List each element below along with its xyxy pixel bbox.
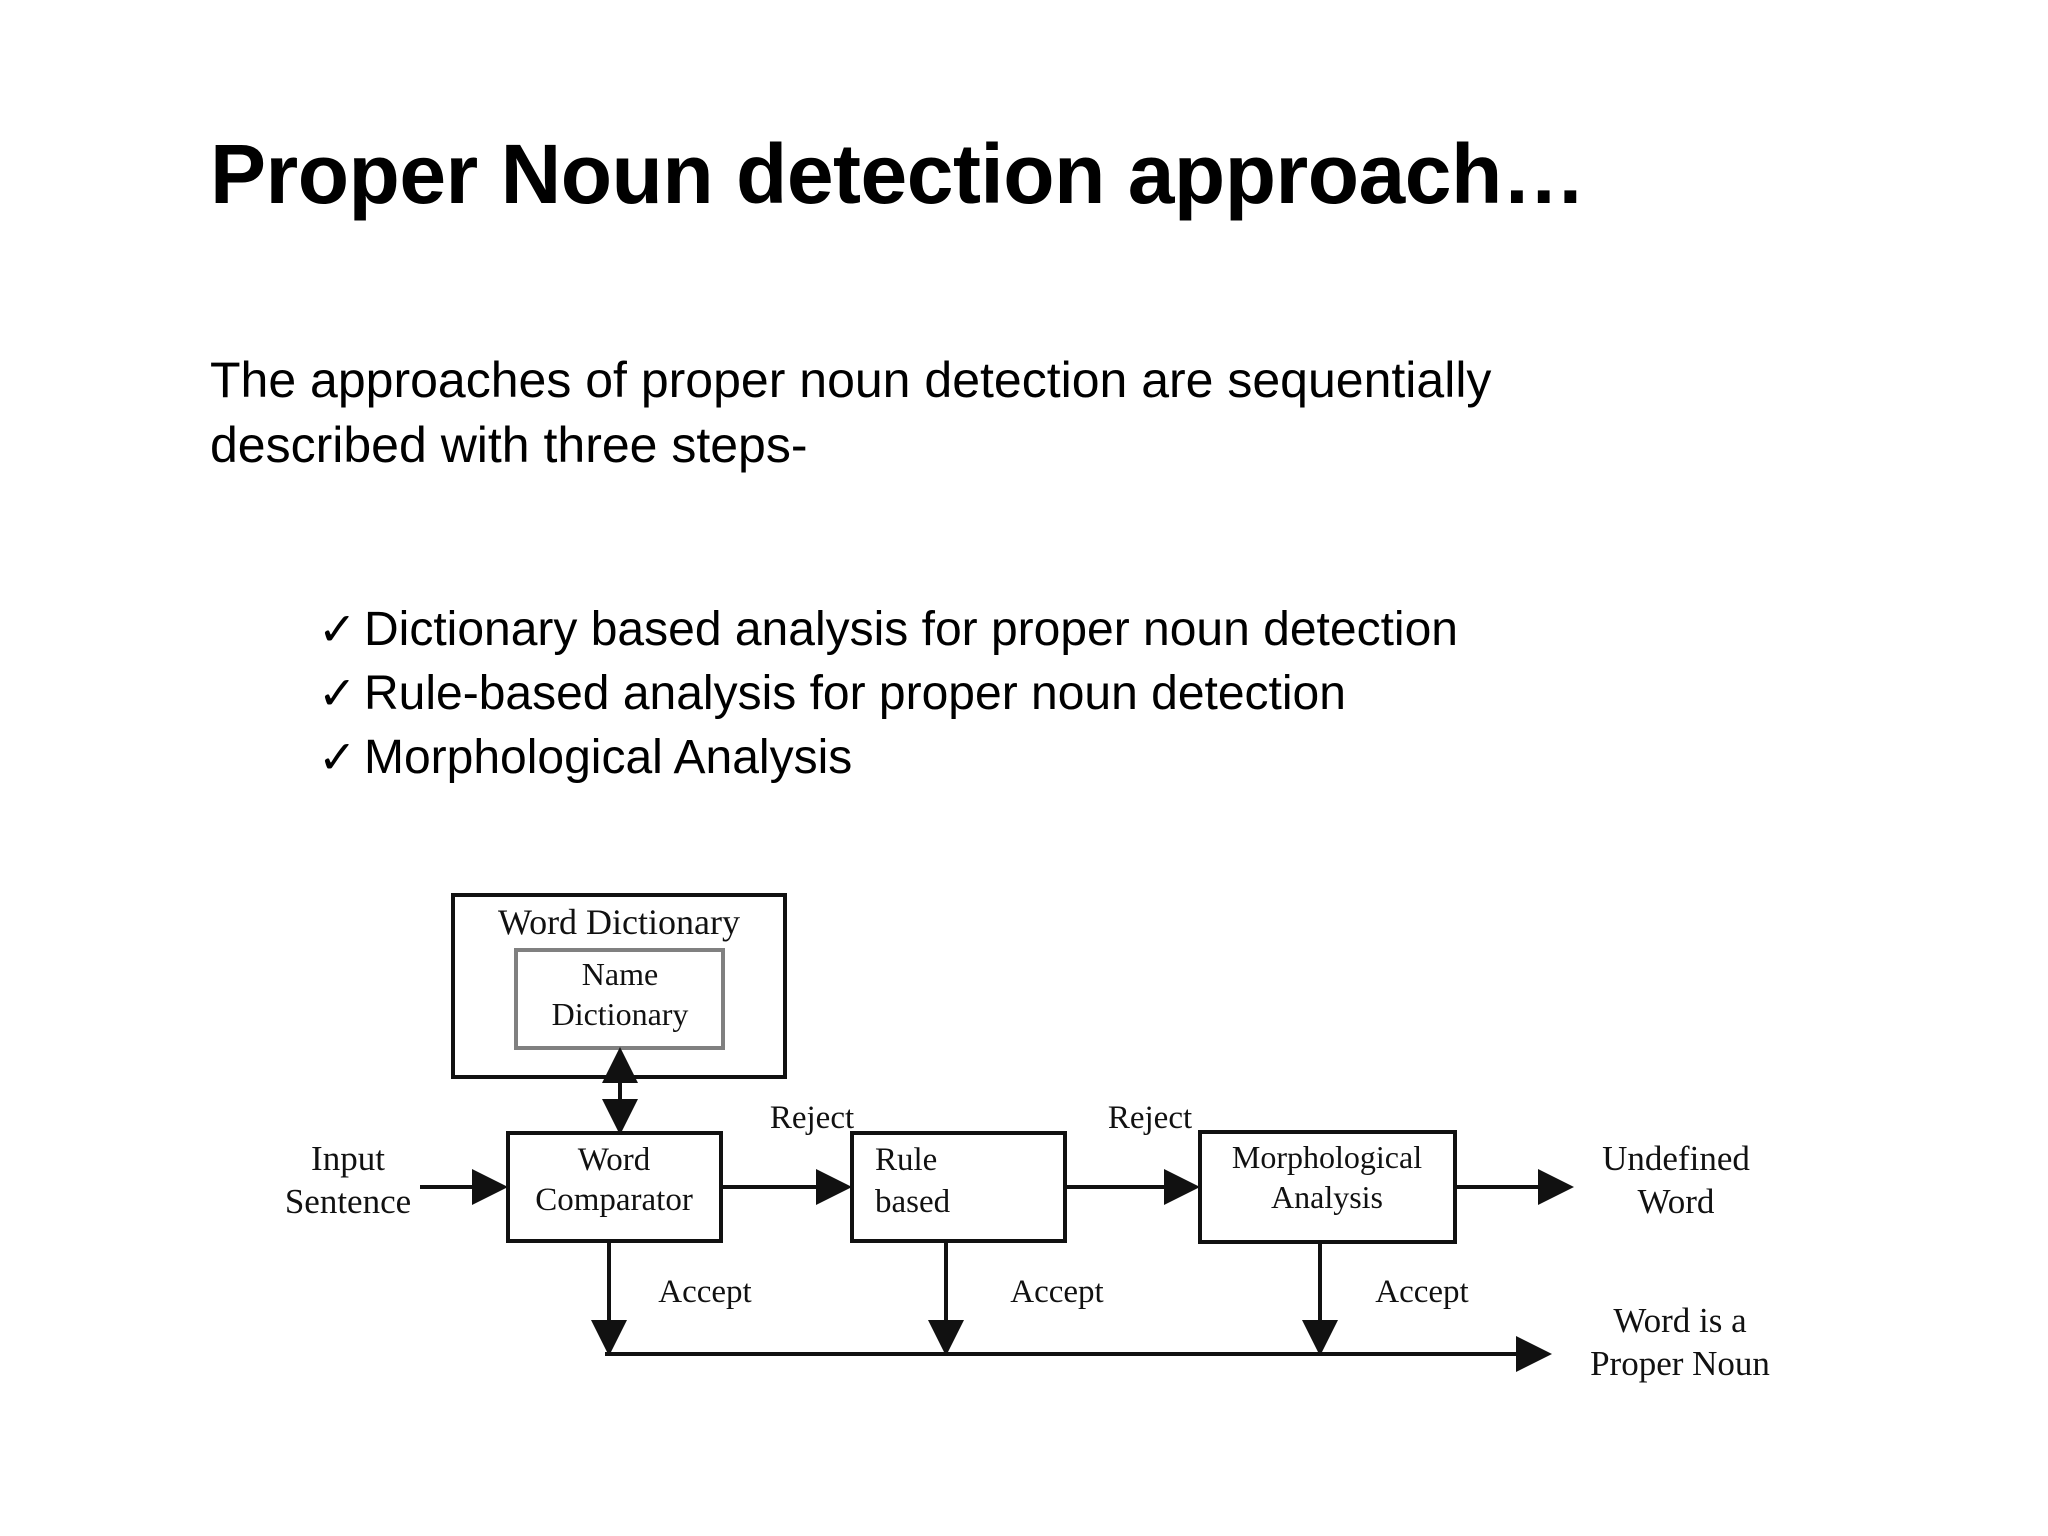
word-dictionary-label: Word Dictionary [498, 902, 740, 942]
accept-label-2: Accept [1010, 1274, 1103, 1310]
checkmark-icon: ✓ [318, 729, 357, 784]
page-title: Proper Noun detection approach… [210, 127, 1586, 221]
list-item-label: Morphological Analysis [364, 730, 853, 784]
reject-label-1: Reject [770, 1100, 854, 1136]
undefined-word-line-1: Undefined [1602, 1139, 1750, 1178]
list-item-label: Rule-based analysis for proper noun dete… [364, 666, 1346, 720]
result-line-1: Word is a [1613, 1301, 1747, 1340]
intro-line-1: The approaches of proper noun detection … [210, 352, 1492, 408]
flow-diagram: Word Dictionary Name Dictionary Word Com… [0, 860, 2048, 1460]
word-comparator-line-2: Comparator [535, 1182, 693, 1218]
accept-label-1: Accept [658, 1274, 751, 1310]
input-sentence-line-2: Sentence [285, 1182, 411, 1221]
list-item-label: Dictionary based analysis for proper nou… [364, 603, 1458, 656]
intro-paragraph: The approaches of proper noun detection … [210, 348, 1890, 478]
rule-based-line-2: based [875, 1184, 951, 1220]
checkmark-icon: ✓ [318, 665, 357, 720]
name-dictionary-line-2: Dictionary [552, 996, 689, 1032]
reject-label-2: Reject [1108, 1100, 1192, 1136]
morphological-line-2: Analysis [1271, 1179, 1383, 1215]
list-item: ✓ Morphological Analysis [318, 726, 2018, 790]
morphological-line-1: Morphological [1232, 1139, 1422, 1175]
bullet-list: ✓ Dictionary based analysis for proper n… [318, 598, 2018, 789]
undefined-word-line-2: Word [1638, 1182, 1715, 1221]
name-dictionary-line-1: Name [582, 956, 658, 992]
accept-label-3: Accept [1375, 1274, 1468, 1310]
result-line-2: Proper Noun [1590, 1344, 1770, 1383]
input-sentence-line-1: Input [311, 1139, 385, 1178]
name-dictionary-box [514, 948, 725, 1050]
intro-line-2: described with three steps- [210, 417, 808, 473]
word-comparator-box [506, 1131, 723, 1243]
word-comparator-line-1: Word [578, 1142, 651, 1178]
rule-based-line-1: Rule [875, 1142, 937, 1178]
list-item: ✓ Dictionary based analysis for proper n… [318, 598, 2018, 662]
checkmark-icon: ✓ [318, 602, 357, 656]
list-item: ✓ Rule-based analysis for proper noun de… [318, 662, 2018, 726]
